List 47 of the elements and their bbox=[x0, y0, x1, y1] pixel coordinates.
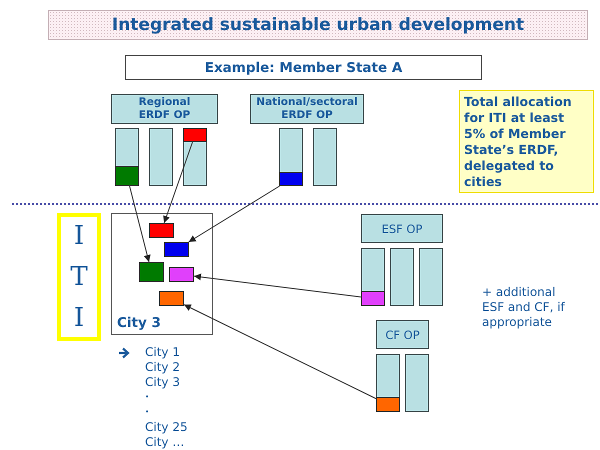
allocation-block bbox=[279, 172, 303, 186]
programme-header bbox=[361, 214, 443, 243]
iti-box bbox=[57, 213, 101, 341]
fund-column bbox=[376, 354, 400, 412]
fund-column bbox=[361, 248, 385, 306]
note-text: + additional ESF and CF, if appropriate bbox=[482, 285, 566, 330]
title: Integrated sustainable urban development bbox=[112, 15, 524, 35]
allocation-block bbox=[183, 128, 207, 142]
allocation-block bbox=[361, 291, 385, 306]
example-box bbox=[125, 55, 482, 80]
city-box bbox=[111, 213, 213, 335]
arrow bbox=[188, 186, 280, 242]
header-label: Regional ERDF OP bbox=[138, 96, 192, 122]
header-label: National/sectoral ERDF OP bbox=[255, 96, 359, 122]
header-label: ESF OP bbox=[382, 222, 422, 236]
allocation-block bbox=[164, 242, 189, 257]
allocation-block bbox=[376, 397, 400, 412]
allocation-block bbox=[159, 291, 184, 306]
fund-column bbox=[279, 128, 303, 186]
iti-letters: ITI bbox=[69, 220, 89, 334]
fund-column bbox=[405, 354, 429, 412]
programme-header bbox=[250, 94, 364, 124]
note-box bbox=[459, 90, 594, 193]
note-text: Total allocation for ITI at least 5% of Member State’s ERDF, delegated to cities bbox=[464, 94, 573, 190]
city-label: City 3 bbox=[117, 315, 161, 331]
city-list-item: City 1 bbox=[145, 345, 180, 360]
fund-column bbox=[313, 128, 337, 186]
programme-header bbox=[376, 320, 429, 349]
fund-column bbox=[183, 128, 207, 186]
city-list-item: City … bbox=[145, 435, 184, 450]
arrow bbox=[194, 273, 362, 298]
allocation-block bbox=[115, 166, 139, 186]
allocation-block bbox=[149, 223, 174, 238]
fund-column bbox=[115, 128, 139, 186]
allocation-block bbox=[139, 262, 164, 282]
city-list-item: City 2 bbox=[145, 360, 180, 375]
city-list-item: City 25 bbox=[145, 420, 188, 435]
header-label: CF OP bbox=[385, 328, 420, 342]
fund-column bbox=[149, 128, 173, 186]
arrow bbox=[129, 186, 151, 262]
fund-column bbox=[390, 248, 414, 306]
example-label: Example: Member State A bbox=[204, 60, 402, 76]
allocation-block bbox=[169, 267, 194, 282]
fund-column bbox=[419, 248, 443, 306]
programme-header bbox=[111, 94, 218, 124]
city-list-item: City 3 bbox=[145, 375, 180, 390]
arrow bbox=[184, 304, 376, 400]
